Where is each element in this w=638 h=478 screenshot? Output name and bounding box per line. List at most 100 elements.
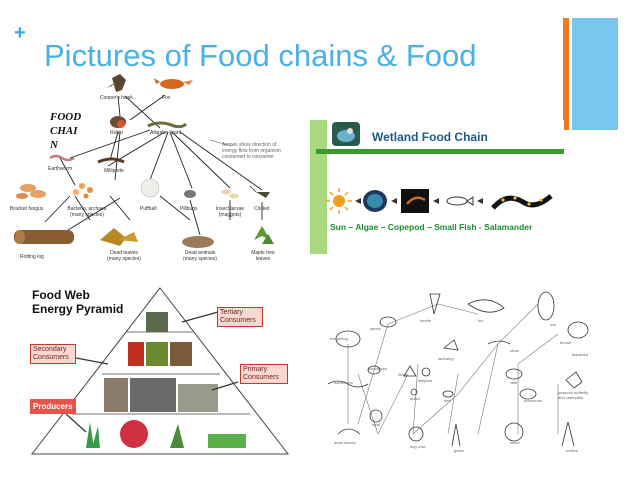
grass-icon [451, 423, 461, 447]
dog-rose-icon [408, 426, 424, 442]
algae-icon [363, 190, 387, 212]
heading-line-1: FOOD [50, 111, 82, 123]
label-pillbugs: Pillbugs [180, 206, 198, 212]
bee-icon [442, 390, 454, 398]
bacteria-icon [73, 183, 93, 199]
primary-image-2 [130, 378, 176, 412]
label-cricket: Cricket [254, 206, 270, 212]
fw-snail: snail [372, 422, 381, 427]
snail-icon [369, 409, 383, 423]
producers-label: Producers [30, 399, 76, 414]
wetland-green-bar [316, 149, 564, 154]
vole-icon [505, 368, 523, 380]
heading-line-2: CHAI [50, 125, 78, 137]
wetland-chain-images [326, 188, 553, 214]
fw-shrew: shrew [370, 326, 381, 331]
nettles-icon [561, 421, 575, 447]
label-bracket: Bracket fungus [10, 206, 44, 212]
label-insect: Insect larvae (maggots) [215, 206, 245, 218]
beetle-icon [429, 293, 441, 315]
aphid-icon [410, 388, 418, 396]
pyramid-title: Food Web Energy Pyramid [32, 288, 123, 316]
label-earthworm: Earthworm [48, 166, 73, 172]
salamander-icon [491, 194, 553, 210]
pillbugs-icon [184, 190, 196, 198]
fw-beetle: beetle [420, 318, 431, 323]
label-robin: Robin [110, 130, 124, 136]
sun-icon [326, 188, 352, 214]
ladybird-icon [421, 367, 431, 377]
small-fish-icon [446, 196, 474, 206]
rotting-log-icon [14, 230, 74, 244]
label-millipede: Millipede [104, 168, 124, 174]
woodlouse-icon [367, 365, 381, 375]
wetland-chain-text: Sun – Algae – Copepod – Small Fish - Sal… [330, 222, 533, 232]
robin-icon [110, 116, 126, 128]
lizard-icon [147, 121, 188, 129]
label-bacteria: Bacteria, archaea (many species) [67, 206, 107, 218]
secondary-label: Secondary Consumers [30, 344, 76, 364]
dead-leaves-sketch-icon [337, 428, 361, 435]
label-log: Rotting log [20, 254, 44, 260]
producer-aloe [86, 422, 100, 448]
fw-bee: bee [444, 398, 451, 403]
stoat-icon [487, 340, 511, 345]
dead-animal-icon [182, 236, 214, 248]
producer-strawberry [120, 420, 148, 448]
copepod-icon [401, 189, 429, 213]
fw-stoat: stoat [510, 348, 519, 353]
fw-owl: owl [550, 322, 557, 327]
lacewing-icon [443, 339, 459, 351]
hawk-icon [106, 74, 126, 92]
blackbird-icon [567, 321, 589, 339]
earthworm-icon [49, 154, 75, 162]
fox-icon [154, 78, 193, 89]
producer-grass [208, 434, 246, 448]
butterfly-icon [565, 371, 583, 389]
fox-sketch-icon [467, 299, 505, 313]
orange-accent-bar [563, 18, 569, 130]
hedgehog-icon [335, 330, 361, 348]
insect-larvae-icon [221, 189, 239, 199]
tertiary-label: Tertiary Consumers [217, 307, 263, 327]
puffball-icon [140, 178, 160, 198]
plus-icon: + [14, 22, 26, 44]
fw-fox: fox [478, 318, 484, 323]
fw-thrush: thrush [560, 340, 572, 345]
millipede-icon [97, 157, 125, 164]
bracket-fungus-icon [16, 184, 46, 199]
fw-butterfly: peacock butterfly and caterpillar [558, 390, 589, 400]
fungi-icon [403, 365, 417, 377]
fw-aphid: aphid [410, 396, 420, 401]
pyramid-title-line1: Food Web [32, 288, 90, 302]
fw-hazel: hazel [510, 440, 520, 445]
owl-icon [537, 291, 555, 321]
primary-image-3 [178, 384, 218, 412]
label-leaves: Dead leaves (many species) [107, 250, 141, 262]
label-maple: Maple tree leaves [251, 250, 275, 262]
fw-fungi: fungi [398, 372, 407, 377]
slide-title: Pictures of Food chains & Food [44, 38, 477, 73]
food-chain-diagram [14, 74, 274, 248]
cricket-icon [249, 185, 270, 198]
fw-earthworm: earthworm [334, 380, 353, 385]
label-puffball: Puffball [140, 206, 157, 212]
dead-leaves-icon [100, 228, 138, 246]
fw-grass: grass [454, 448, 464, 453]
food-chain-heading: FOOD CHAI N [50, 110, 90, 152]
fw-hedgehog: hedgehog [330, 336, 348, 341]
fw-woodlouse: woodlouse [368, 366, 388, 371]
label-fox: Fox [162, 95, 171, 101]
label-lizard: Alligator lizard [150, 130, 182, 136]
heading-line-3: N [50, 139, 58, 151]
producer-vegetable [170, 424, 184, 448]
maple-leaves-icon [254, 226, 274, 244]
secondary-image-2 [146, 342, 168, 366]
wetland-logo-icon [332, 122, 360, 146]
tertiary-image [146, 312, 168, 332]
fw-ladybird: ladybird [418, 378, 433, 383]
pyramid-title-line2: Energy Pyramid [32, 302, 124, 316]
label-animals: Dead animals (many species) [183, 250, 217, 262]
shrew-icon [379, 316, 397, 328]
fw-dead-leaves: dead leaves [334, 440, 356, 445]
